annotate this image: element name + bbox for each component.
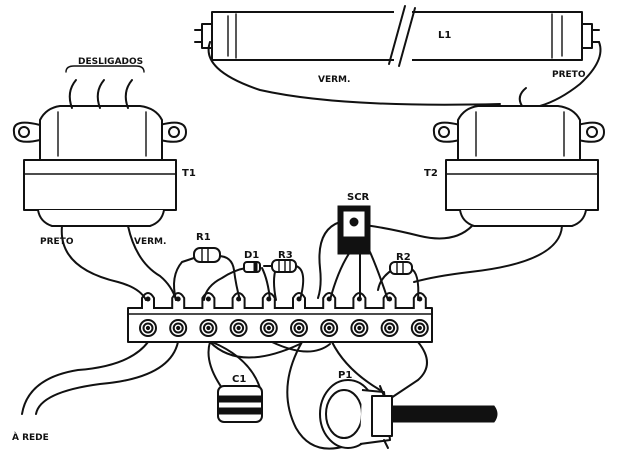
terminal-strip — [127, 292, 433, 343]
label-p1: P1 — [338, 370, 352, 381]
terminal-3 — [199, 292, 218, 337]
terminal-2 — [169, 292, 188, 337]
wiring — [21, 41, 602, 450]
transformer-t2 — [432, 105, 605, 227]
label-scr: SCR — [347, 192, 370, 203]
label-r1: R1 — [196, 232, 211, 243]
lamp-l1 — [194, 5, 600, 67]
label-verm-top: VERM. — [318, 75, 350, 85]
label-verm-left: VERM. — [134, 237, 166, 247]
terminal-10 — [410, 292, 429, 337]
transformer-t1 — [12, 105, 187, 227]
label-c1: C1 — [232, 374, 246, 385]
resistor-r1 — [193, 247, 221, 263]
terminal-6 — [290, 292, 308, 337]
resistor-r2 — [389, 261, 413, 275]
label-r2: R2 — [396, 252, 411, 263]
label-r3: R3 — [278, 250, 293, 261]
labels: DESLIGADOS L1 VERM. PRETO T1 T2 PRETO VE… — [12, 30, 586, 443]
label-l1: L1 — [438, 30, 451, 41]
label-t1: T1 — [182, 168, 196, 179]
potentiometer-p1 — [319, 379, 498, 449]
capacitor-c1 — [217, 385, 263, 423]
label-preto-left: PRETO — [40, 237, 74, 247]
scr-thyristor — [337, 205, 371, 255]
label-desligados: DESLIGADOS — [78, 57, 143, 67]
label-preto-top: PRETO — [552, 70, 586, 80]
resistor-r3 — [271, 259, 297, 273]
label-t2: T2 — [424, 168, 438, 179]
terminal-8 — [350, 292, 369, 337]
terminal-4 — [229, 292, 248, 337]
terminal-1 — [139, 292, 157, 337]
label-a-rede: À REDE — [12, 431, 49, 443]
label-d1: D1 — [244, 250, 259, 261]
diode-d1 — [243, 261, 261, 273]
